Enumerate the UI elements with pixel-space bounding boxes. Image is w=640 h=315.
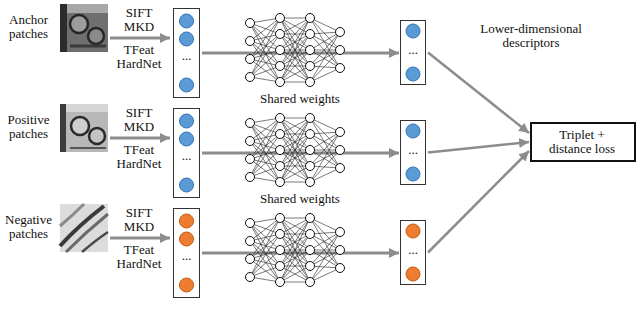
node-text: Triplet + distance loss — [540, 128, 624, 156]
extraction-arrow — [110, 137, 170, 140]
patch-ground — [60, 104, 108, 152]
descriptor-entry — [180, 178, 194, 192]
node-text: ... — [174, 49, 199, 63]
negative-patch — [60, 204, 108, 252]
positive-patch — [60, 104, 108, 152]
descriptor-note: Lower-dimensional descriptors — [466, 22, 596, 50]
descriptor-entry — [406, 167, 420, 181]
row-label: Anchor patches — [0, 13, 57, 41]
node-text: ... — [401, 43, 425, 57]
extraction-arrow — [110, 37, 170, 40]
patch-stroke — [60, 204, 84, 226]
descriptor-entry — [180, 78, 194, 92]
descriptor-entry — [180, 14, 194, 28]
patch-stroke — [66, 214, 108, 252]
patch-stroke — [70, 147, 106, 149]
descriptor-entry — [180, 114, 194, 128]
patch-stroke — [70, 45, 106, 48]
descriptor-entry — [180, 278, 194, 292]
extractor-label: SIFT MKD — [114, 6, 164, 34]
patch-ground — [60, 4, 108, 52]
positive-descriptor-entries — [180, 114, 421, 192]
extractor-label: TFeat HardNet — [114, 243, 164, 271]
extraction-arrows — [110, 38, 170, 238]
neural-network — [246, 214, 345, 287]
descriptor-entry — [180, 32, 194, 46]
descriptor-entry — [406, 124, 420, 138]
patch-shade — [67, 4, 108, 13]
descriptor-vector: ... — [173, 208, 200, 298]
reduced-descriptor-vector: ... — [400, 120, 426, 185]
extractor-label: TFeat HardNet — [114, 143, 164, 171]
extractor-label: TFeat HardNet — [114, 43, 164, 71]
descriptor-entry — [406, 24, 420, 38]
patch-blob — [70, 15, 88, 33]
node-text: ... — [401, 243, 425, 257]
projection-arrow — [202, 252, 399, 255]
descriptor-entry — [406, 267, 420, 281]
shared-weights-label: Shared weights — [250, 92, 350, 106]
patch-stroke — [82, 232, 108, 252]
extractor-label: SIFT MKD — [114, 206, 164, 234]
projection-arrow — [202, 52, 399, 55]
descriptor-entry — [180, 232, 194, 246]
negative-descriptor-entries — [180, 214, 421, 292]
patch-blob — [88, 28, 104, 44]
node-text: ... — [174, 249, 199, 263]
row-label: Negative patches — [0, 213, 57, 241]
projection-arrow — [202, 152, 399, 155]
reduced-descriptor-vector: ... — [400, 220, 426, 285]
descriptor-entry — [406, 67, 420, 81]
extraction-arrow — [110, 237, 170, 240]
patch-blob — [89, 128, 105, 144]
patch-blob — [71, 117, 89, 135]
patch-shade — [60, 4, 67, 52]
extractor-label: SIFT MKD — [114, 106, 164, 134]
loss-box: Triplet + distance loss — [530, 122, 636, 162]
row-label: Positive patches — [0, 113, 57, 141]
patch-shade — [60, 104, 66, 152]
descriptor-entry — [406, 224, 420, 238]
patch-ground — [60, 204, 108, 252]
patch-shade — [66, 104, 108, 112]
neural-network — [246, 114, 345, 187]
anchor-patch — [60, 4, 108, 52]
descriptor-vector: ... — [173, 8, 200, 98]
loss-input-arrow — [428, 142, 529, 153]
shared-weights-label: Shared weights — [250, 192, 350, 206]
neural-network — [246, 14, 345, 87]
node-text: ... — [401, 143, 425, 157]
descriptor-vector: ... — [173, 108, 200, 198]
loss-input-arrow — [428, 53, 529, 134]
reduced-descriptor-vector: ... — [400, 20, 426, 85]
descriptor-entry — [180, 214, 194, 228]
node-text: ... — [174, 149, 199, 163]
anchor-descriptor-entries — [180, 14, 421, 92]
descriptor-entry — [180, 132, 194, 146]
loss-input-arrow — [428, 151, 529, 253]
